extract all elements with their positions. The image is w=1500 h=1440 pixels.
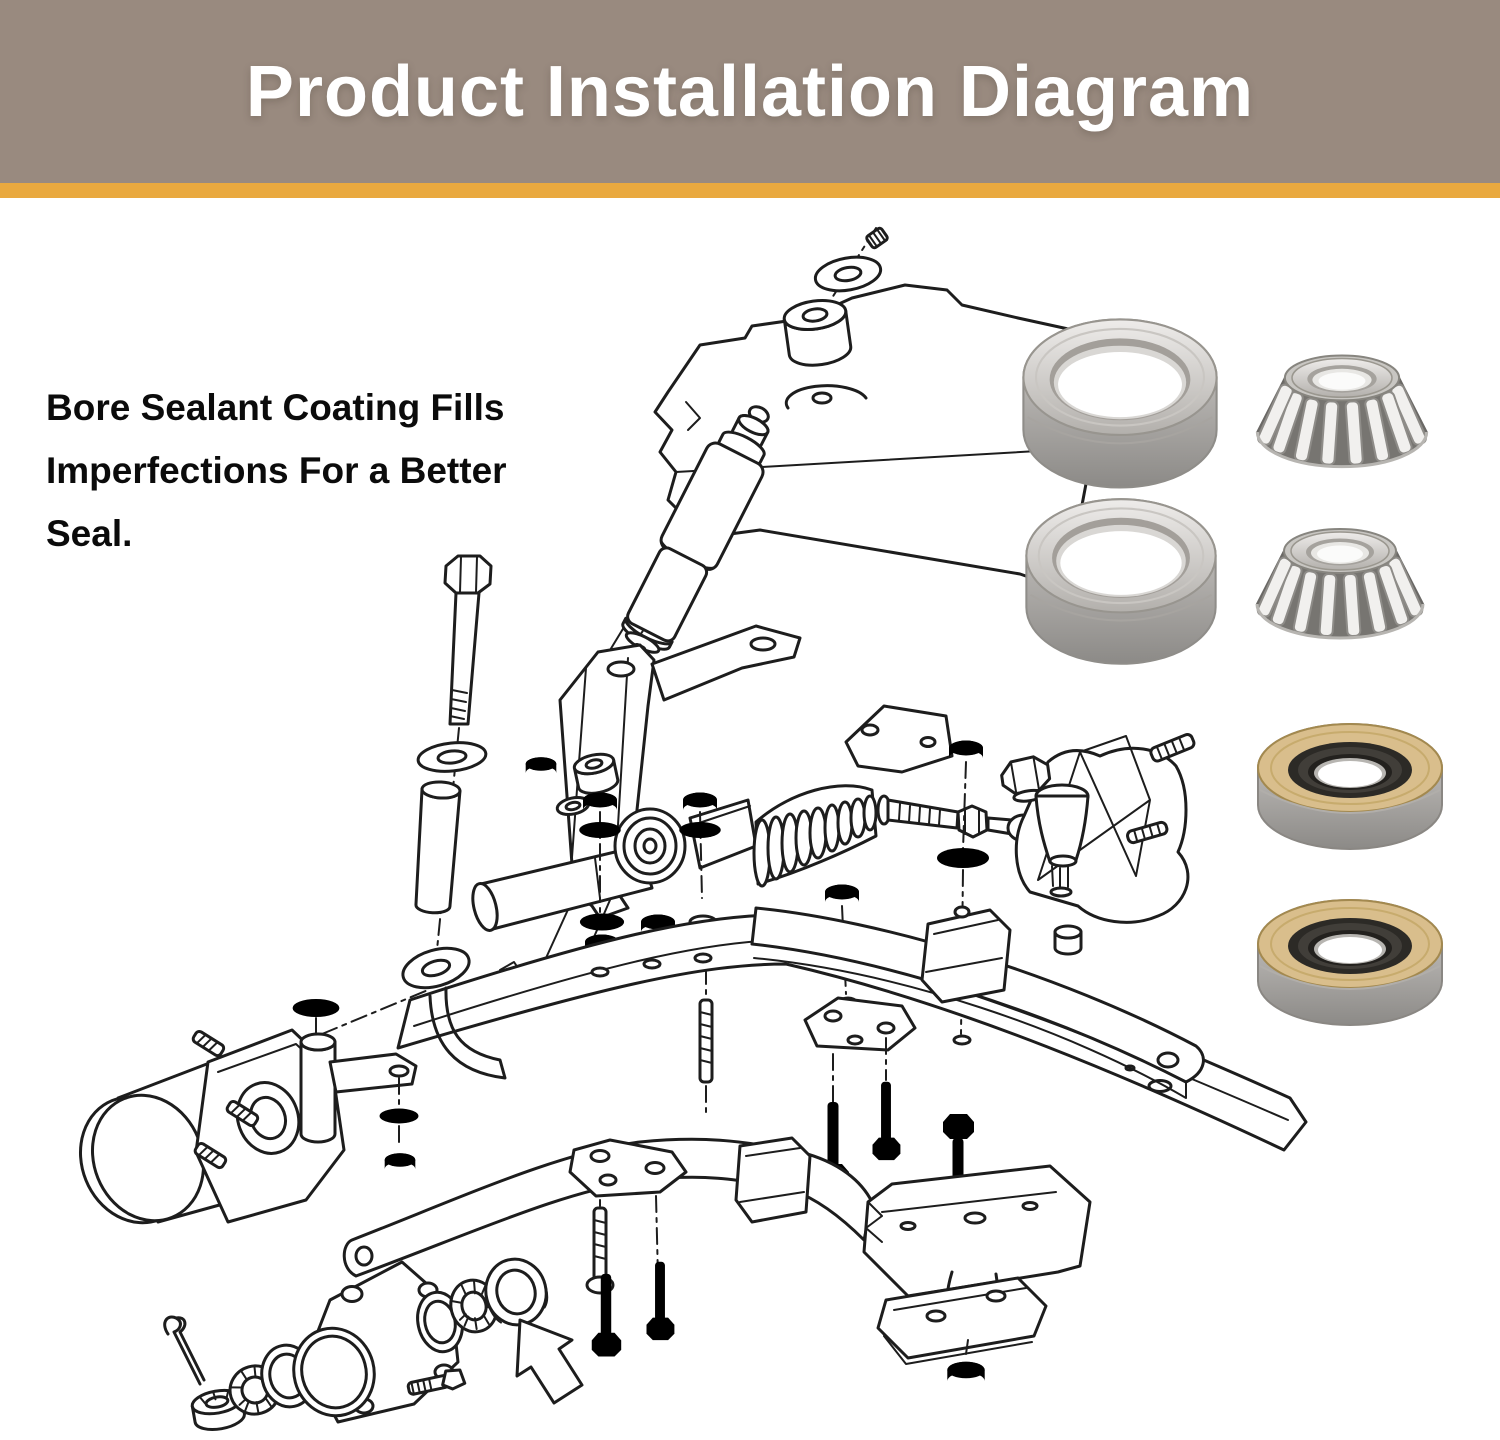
annotation-line: Imperfections For a Better xyxy=(46,450,507,491)
annotation-line: Seal. xyxy=(46,513,133,554)
threaded-rod xyxy=(698,998,714,1113)
header-banner xyxy=(0,0,1500,183)
kingpin-assembly xyxy=(1000,733,1196,956)
spring-plate-left xyxy=(568,1138,688,1357)
annotation-text: Bore Sealant Coating Fills Imperfections… xyxy=(46,376,507,565)
tapered-bearing-photo-2 xyxy=(1254,527,1426,640)
frame-bracket-plate xyxy=(844,704,954,774)
mount-bolt-assembly xyxy=(414,554,493,915)
shock-bushing-stack xyxy=(782,226,889,367)
annotation-line: Bore Sealant Coating Fills xyxy=(46,387,505,428)
spring-mount-assembly xyxy=(862,1114,1092,1389)
bearing-race-photo-1 xyxy=(1022,318,1218,489)
wheel-hub xyxy=(78,989,429,1225)
leaf-spring-upper xyxy=(750,905,1205,1099)
tie-rod xyxy=(886,798,960,830)
accent-strip xyxy=(0,183,1500,198)
page-title: Product Installation Diagram xyxy=(245,51,1255,132)
red-arrow-icon xyxy=(515,1318,584,1405)
grease-seal-photo-2 xyxy=(1257,899,1443,1026)
flange-bolt xyxy=(406,1368,467,1396)
grease-seal-photo-1 xyxy=(1257,723,1443,850)
spring-plate-right xyxy=(803,996,917,1189)
hub-exploded-view xyxy=(163,1257,549,1432)
bearing-race-photo-2 xyxy=(1025,498,1217,665)
tapered-bearing-photo-1 xyxy=(1254,353,1430,469)
